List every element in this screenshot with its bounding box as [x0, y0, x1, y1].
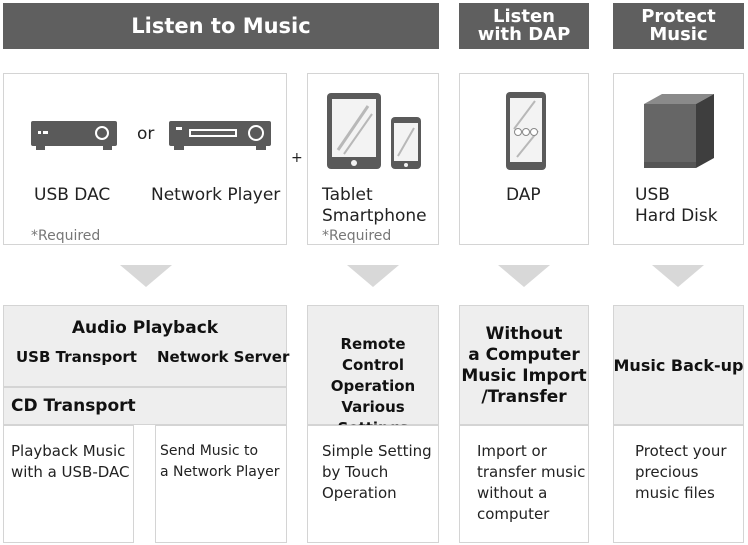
- header-listen-to-music: Listen to Music: [3, 3, 439, 49]
- desc-protect-card: [613, 425, 744, 543]
- network-server-label: Network Server: [157, 348, 290, 366]
- desc-import-line4: computer: [477, 505, 550, 523]
- without-title-line1: Without: [485, 324, 563, 344]
- desc-import-card: [459, 425, 589, 543]
- audio-playback-box: [3, 305, 287, 387]
- usb-transport-label: USB Transport: [16, 348, 137, 366]
- desc-import-text: Import or transfer music without a compu…: [477, 441, 585, 525]
- remote-control-title: Remote Control Operation Various Setting…: [307, 334, 439, 439]
- music-backup-title: Music Back-up: [613, 356, 744, 375]
- music-backup-box: [613, 305, 744, 425]
- required-note-2: *Required: [322, 228, 392, 244]
- header-protect-line1: Protect: [641, 6, 716, 27]
- without-title-line3: Music Import: [461, 366, 587, 386]
- desc-import-line3: without a: [477, 484, 548, 502]
- desc-usb-line1: Playback Music: [11, 442, 126, 460]
- remote-control-box: [307, 305, 439, 425]
- desc-protect-line2: precious: [635, 463, 699, 481]
- audio-playback-title: Audio Playback: [71, 318, 219, 338]
- desc-remote-text: Simple Setting by Touch Operation: [322, 441, 432, 504]
- header-protect-music: Protect Music: [613, 3, 744, 49]
- smartphone-icon: [391, 117, 421, 169]
- hard-disk-label: Hard Disk: [635, 206, 718, 226]
- without-title-line4: /Transfer: [481, 387, 567, 407]
- remote-title-line1: Remote Control: [340, 335, 406, 374]
- dap-label: DAP: [506, 185, 541, 205]
- desc-import-line2: transfer music: [477, 463, 586, 481]
- hard-disk-icon: [644, 94, 714, 168]
- required-note: *Required: [31, 228, 101, 244]
- down-arrow-icon: [347, 265, 399, 287]
- cd-transport-box: [3, 387, 287, 425]
- card-audio-devices: [3, 73, 287, 245]
- desc-network-text: Send Music to a Network Player: [160, 441, 280, 483]
- remote-title-line2: Operation: [330, 377, 416, 395]
- without-computer-box: [459, 305, 589, 425]
- desc-remote-card: [307, 425, 439, 543]
- smartphone-label: Smartphone: [322, 206, 427, 226]
- desc-net-line2: a Network Player: [160, 464, 280, 480]
- desc-remote-line2: by Touch: [322, 463, 389, 481]
- header-dap-line1: Listen: [493, 6, 555, 27]
- cd-transport-label: CD Transport: [11, 396, 136, 416]
- down-arrow-icon: [498, 265, 550, 287]
- dap-icon: [506, 92, 546, 170]
- desc-protect-text: Protect your precious music files: [635, 441, 727, 504]
- desc-remote-line1: Simple Setting: [322, 442, 432, 460]
- desc-import-line1: Import or: [477, 442, 547, 460]
- desc-protect-line1: Protect your: [635, 442, 727, 460]
- usb-dac-label: USB DAC: [34, 185, 111, 205]
- plus-sign: +: [291, 150, 303, 166]
- down-arrow-icon: [652, 265, 704, 287]
- header-listen-label: Listen to Music: [131, 13, 311, 38]
- header-listen-with-dap: Listen with DAP: [459, 3, 589, 49]
- desc-remote-line3: Operation: [322, 484, 397, 502]
- desc-usb-line2: with a USB-DAC: [11, 463, 130, 481]
- desc-network-card: [155, 425, 287, 543]
- header-protect-line2: Music: [649, 24, 708, 45]
- without-computer-title: Without a Computer Music Import /Transfe…: [459, 324, 589, 408]
- network-player-label: Network Player: [151, 185, 281, 205]
- without-title-line2: a Computer: [468, 345, 580, 365]
- usb-label: USB: [635, 185, 670, 205]
- desc-net-line1: Send Music to: [160, 443, 259, 459]
- usb-dac-icon: [31, 121, 117, 150]
- header-dap-line2: with DAP: [477, 24, 571, 45]
- desc-usb-card: [3, 425, 134, 543]
- desc-usb-text: Playback Music with a USB-DAC: [11, 441, 130, 483]
- tablet-label: Tablet: [322, 185, 373, 205]
- tablet-icon: [327, 93, 381, 169]
- network-player-icon: [169, 121, 271, 150]
- or-label: or: [137, 124, 155, 144]
- down-arrow-icon: [120, 265, 172, 287]
- desc-protect-line3: music files: [635, 484, 715, 502]
